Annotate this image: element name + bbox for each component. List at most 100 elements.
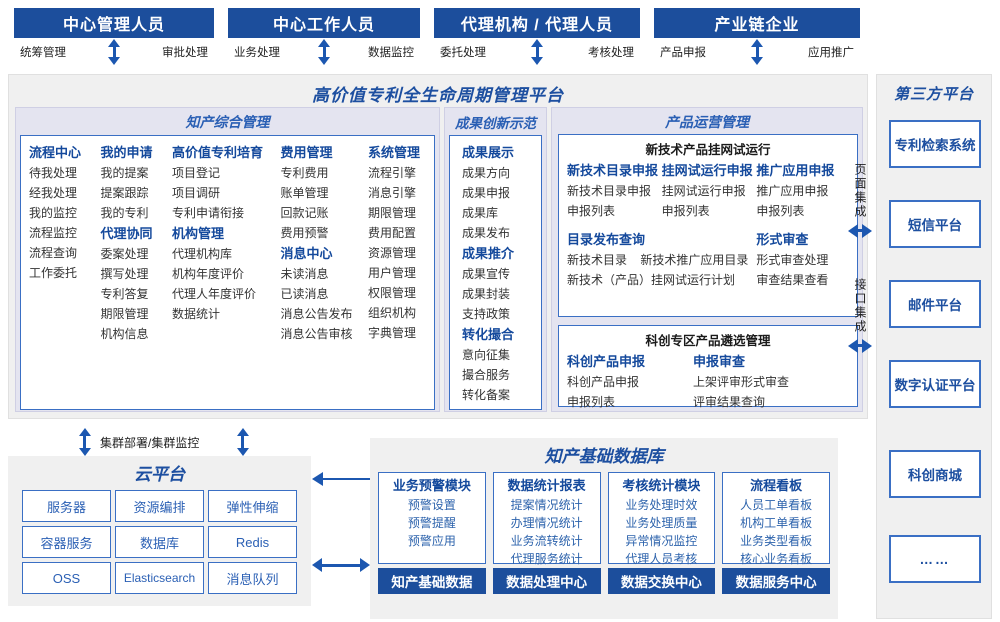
- database-item[interactable]: 机构工单看板: [740, 516, 813, 530]
- menu-item[interactable]: 转化备案: [462, 388, 511, 402]
- menu-head[interactable]: 消息中心: [280, 246, 333, 261]
- menu-item[interactable]: 支持政策: [462, 307, 511, 321]
- role-title-1[interactable]: 中心工作人员: [228, 8, 420, 38]
- menu-item[interactable]: 专利申请衔接: [172, 206, 245, 220]
- menu-item[interactable]: 消息公告审核: [280, 327, 353, 341]
- third-party-card-2[interactable]: 邮件平台: [889, 280, 981, 328]
- menu-head[interactable]: 挂网试运行申报: [661, 163, 753, 178]
- database-item[interactable]: 业务处理时效: [625, 498, 698, 512]
- menu-item[interactable]: 成果宣传: [462, 267, 511, 281]
- third-party-card-3[interactable]: 数字认证平台: [889, 360, 981, 408]
- cloud-cell-3[interactable]: 容器服务: [22, 526, 111, 558]
- menu-head[interactable]: 新技术目录申报: [567, 163, 659, 178]
- menu-item[interactable]: 新技术目录申报: [567, 184, 652, 198]
- cloud-cell-8[interactable]: 消息队列: [208, 562, 297, 594]
- menu-item[interactable]: 回款记账: [280, 206, 329, 220]
- database-item[interactable]: 代理服务统计: [510, 552, 583, 566]
- menu-item[interactable]: 成果封装: [462, 287, 511, 301]
- menu-head[interactable]: 申报审查: [693, 354, 746, 369]
- role-title-3[interactable]: 产业链企业: [654, 8, 860, 38]
- menu-item[interactable]: 期限管理: [368, 206, 417, 220]
- menu-item[interactable]: 未读消息: [280, 267, 329, 281]
- database-item[interactable]: 办理情况统计: [510, 516, 583, 530]
- menu-item[interactable]: 代理机构库: [172, 247, 233, 261]
- menu-item[interactable]: 申报列表: [567, 395, 616, 409]
- menu-item[interactable]: 我的专利: [100, 206, 149, 220]
- database-item[interactable]: 代理人员考核: [625, 552, 698, 566]
- menu-item[interactable]: 我的监控: [29, 206, 78, 220]
- role-title-2[interactable]: 代理机构 / 代理人员: [434, 8, 640, 38]
- menu-item[interactable]: 费用配置: [368, 226, 417, 240]
- menu-head[interactable]: 成果展示: [462, 145, 515, 160]
- menu-item[interactable]: 撮合服务: [462, 368, 511, 382]
- menu-item[interactable]: 科创产品申报: [567, 375, 640, 389]
- menu-item[interactable]: 用户管理: [368, 266, 417, 280]
- menu-item[interactable]: 上架评审形式审查: [693, 375, 790, 389]
- menu-item[interactable]: 资源管理: [368, 246, 417, 260]
- database-item[interactable]: 人员工单看板: [740, 498, 813, 512]
- menu-item[interactable]: 代理人年度评价: [172, 287, 257, 301]
- menu-item[interactable]: 专利费用: [280, 166, 329, 180]
- menu-head[interactable]: 流程中心: [29, 145, 82, 160]
- menu-item[interactable]: 工作委托: [29, 266, 78, 280]
- menu-item[interactable]: 流程监控: [29, 226, 78, 240]
- menu-head[interactable]: 系统管理: [368, 145, 421, 160]
- database-footer-1[interactable]: 数据处理中心: [492, 568, 601, 594]
- menu-item[interactable]: 挂网试运行申报: [661, 184, 746, 198]
- menu-head[interactable]: 高价值专利培育: [172, 145, 264, 160]
- menu-head[interactable]: 我的申请: [100, 145, 153, 160]
- menu-item[interactable]: 已读消息: [280, 287, 329, 301]
- menu-item[interactable]: 撰写处理: [100, 267, 149, 281]
- menu-head[interactable]: 目录发布查询: [567, 232, 646, 247]
- menu-item[interactable]: 形式审查处理: [756, 253, 829, 267]
- database-item[interactable]: 提案情况统计: [510, 498, 583, 512]
- menu-item[interactable]: 费用预警: [280, 226, 329, 240]
- menu-item[interactable]: 流程查询: [29, 246, 78, 260]
- menu-item[interactable]: 申报列表: [756, 204, 805, 218]
- database-item[interactable]: 业务类型看板: [740, 534, 813, 548]
- database-item[interactable]: 核心业务看板: [740, 552, 813, 566]
- third-party-card-5[interactable]: ……: [889, 535, 981, 583]
- menu-item[interactable]: 新技术（产品）挂网试运行计划: [567, 273, 736, 287]
- menu-item[interactable]: 申报列表: [661, 204, 710, 218]
- third-party-card-4[interactable]: 科创商城: [889, 450, 981, 498]
- database-item[interactable]: 预警提醒: [407, 516, 456, 530]
- database-item[interactable]: 预警设置: [407, 498, 456, 512]
- menu-head[interactable]: 代理协同: [100, 226, 153, 241]
- cloud-cell-1[interactable]: 资源编排: [115, 490, 204, 522]
- menu-head[interactable]: 形式审查: [756, 232, 809, 247]
- menu-item[interactable]: 字典管理: [368, 326, 417, 340]
- menu-head[interactable]: 科创产品申报: [567, 354, 646, 369]
- menu-item[interactable]: 机构年度评价: [172, 267, 245, 281]
- database-item[interactable]: 业务处理质量: [625, 516, 698, 530]
- cloud-cell-5[interactable]: Redis: [208, 526, 297, 558]
- menu-item[interactable]: 推广应用申报: [756, 184, 829, 198]
- menu-item[interactable]: 权限管理: [368, 286, 417, 300]
- menu-item[interactable]: 专利答复: [100, 287, 149, 301]
- menu-head[interactable]: 转化撮合: [462, 327, 515, 342]
- menu-item[interactable]: 成果方向: [462, 166, 511, 180]
- menu-item[interactable]: 申报列表: [567, 204, 616, 218]
- database-footer-2[interactable]: 数据交换中心: [607, 568, 716, 594]
- cloud-cell-2[interactable]: 弹性伸缩: [208, 490, 297, 522]
- third-party-card-1[interactable]: 短信平台: [889, 200, 981, 248]
- menu-item[interactable]: 评审结果查询: [693, 395, 766, 409]
- menu-item[interactable]: 组织机构: [368, 306, 417, 320]
- menu-item[interactable]: 经我处理: [29, 186, 78, 200]
- menu-item[interactable]: 项目登记: [172, 166, 221, 180]
- menu-item[interactable]: 账单管理: [280, 186, 329, 200]
- cloud-cell-7[interactable]: Elasticsearch: [115, 562, 204, 594]
- menu-item[interactable]: 期限管理: [100, 307, 149, 321]
- database-item[interactable]: 业务流转统计: [510, 534, 583, 548]
- menu-item[interactable]: 流程引擎: [368, 166, 417, 180]
- menu-item[interactable]: 消息引擎: [368, 186, 417, 200]
- menu-item[interactable]: 提案跟踪: [100, 186, 149, 200]
- menu-head[interactable]: 成果推介: [462, 246, 515, 261]
- menu-item[interactable]: 成果申报: [462, 186, 511, 200]
- role-title-0[interactable]: 中心管理人员: [14, 8, 214, 38]
- cloud-cell-4[interactable]: 数据库: [115, 526, 204, 558]
- menu-item[interactable]: 委案处理: [100, 247, 149, 261]
- menu-item[interactable]: 成果发布: [462, 226, 511, 240]
- menu-item[interactable]: 项目调研: [172, 186, 221, 200]
- cloud-cell-0[interactable]: 服务器: [22, 490, 111, 522]
